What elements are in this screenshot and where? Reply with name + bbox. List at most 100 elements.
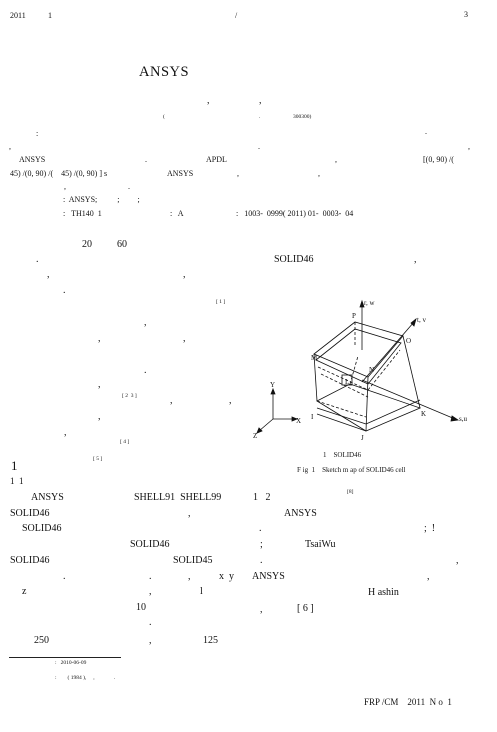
bottom-dash [316, 400, 367, 418]
label-l: L [345, 378, 349, 386]
body-125: 125 [203, 635, 218, 646]
body-solid46: SOLID46 [10, 508, 50, 519]
label-t: t, v [417, 316, 426, 324]
text-comma-3: , [144, 317, 147, 328]
text-60: 60 [117, 239, 127, 250]
text-dot-2: . [63, 285, 66, 296]
text-comma-7: , [170, 395, 173, 406]
top-face-layer [315, 328, 402, 385]
text-comma: , [47, 269, 50, 280]
header-slash: / [235, 11, 238, 20]
ref-6: [ 6 ] [297, 603, 314, 614]
affiliation-postcode: 300300) [293, 114, 312, 120]
z-axis-arrow [256, 427, 263, 434]
body-hashin: H ashin [368, 587, 399, 598]
document-code: : A [170, 209, 184, 218]
body-12: 1 2 [253, 492, 271, 503]
body-250: 250 [34, 635, 49, 646]
abstract-l5-comma: , [64, 182, 66, 191]
text-dot: . [36, 254, 39, 265]
body-tsaiwu: TsaiWu [305, 539, 336, 550]
text-comma-5: , [183, 333, 186, 344]
affiliation-dot: . [259, 114, 261, 120]
body-l: l [200, 586, 203, 597]
text-comma-2: , [183, 269, 186, 280]
abstract-layup-1: [(0, 90) /( [423, 155, 454, 164]
bottom-layer-1 [316, 407, 367, 425]
body-semi: ; ! [424, 523, 436, 534]
abstract-colon: : [36, 129, 39, 138]
paper-title: ANSYS [139, 64, 190, 80]
label-p: P [352, 312, 356, 320]
figure-caption-cn: 1 SOLID46 [323, 451, 362, 459]
keywords: : ANSYS; ; ; [63, 195, 140, 204]
abstract-l1-dot: . [425, 127, 427, 136]
author-comma-2: , [259, 95, 262, 106]
header-issue: 1 [48, 11, 52, 20]
s-axis-line [361, 379, 456, 420]
edge-n-j [365, 376, 369, 432]
body-xy: x y [219, 571, 234, 582]
label-y: Y [270, 381, 275, 389]
label-k: K [421, 410, 426, 418]
top-dash-2 [367, 349, 401, 391]
body-comma-3: , [188, 571, 191, 582]
ref-1: [ 1 ] [216, 299, 226, 305]
section-number: 1 [11, 458, 18, 473]
label-z: Z [253, 432, 257, 440]
label-m: M [311, 354, 318, 362]
body-dot: . [259, 523, 262, 534]
abstract-l3-comma: , [335, 155, 337, 164]
body-solid46-3: SOLID46 [130, 539, 170, 550]
text-comma-6: , [98, 379, 101, 390]
body-z: z [22, 586, 27, 597]
abstract-ansys: ANSYS [19, 155, 46, 164]
ref-2-3: [ 2 3 ] [122, 393, 137, 399]
body-dot-4: . [149, 571, 152, 582]
top-dash-3 [320, 373, 369, 398]
edge-m-i [313, 353, 318, 402]
label-r: r, w [364, 299, 376, 307]
body-comma-5: , [149, 586, 152, 597]
footer-journal: FRP /CM 2011 N o 1 [364, 697, 452, 707]
label-s: s,u [459, 415, 467, 423]
label-j: J [361, 434, 364, 442]
edge-o-k [402, 335, 421, 409]
body-ansys-2: ANSYS [284, 508, 317, 519]
body-solid46-4: SOLID46 [10, 555, 50, 566]
figure-caption-en: F ig 1 Sketch m ap of SOLID46 cell [297, 466, 406, 474]
abstract-ansys-2: ANSYS [167, 169, 194, 178]
label-i: I [311, 413, 314, 421]
abstract-l4-comma-2: , [318, 169, 320, 178]
ref-4: [ 4 ] [120, 439, 130, 445]
right-solid46: SOLID46 [274, 254, 314, 265]
header-year: 2011 [10, 11, 26, 20]
subsection-number: 1 1 [10, 476, 24, 486]
abstract-layup-2: 45) /(0, 90) /( 45) /(0, 90) ] s [10, 169, 108, 178]
body-comma-6: , [260, 604, 263, 615]
class-number: : TH140 1 [63, 209, 102, 218]
bottom-layer-3 [316, 413, 367, 432]
body-dot-5: . [149, 617, 152, 628]
body-dot-2: . [260, 555, 263, 566]
body-ansys-3: ANSYS [252, 571, 285, 582]
abstract-l2-right: , [468, 142, 470, 151]
ref-5: [ 5 ] [93, 456, 103, 462]
t-axis-line [361, 321, 415, 383]
body-semi-2: ; [260, 539, 263, 550]
header-page: 3 [464, 10, 468, 19]
abstract-l2-left: , [9, 142, 11, 151]
abstract-l5-dot: . [128, 182, 130, 191]
body-10: 10 [136, 602, 146, 613]
body-comma: , [188, 508, 191, 519]
text-comma-9: , [98, 411, 101, 422]
label-x: X [296, 417, 301, 425]
body-ansys: ANSYS [31, 492, 64, 503]
body-comma-7: , [149, 635, 152, 646]
footnote-received: : 2010-06-09 [55, 660, 87, 666]
s-axis-arrow [450, 415, 460, 422]
x-axis-arrow [291, 416, 299, 422]
footnote-author: : ( 1984 ), , . [55, 675, 116, 681]
ref-8: [8] [347, 489, 354, 495]
text-20: 20 [82, 239, 92, 250]
